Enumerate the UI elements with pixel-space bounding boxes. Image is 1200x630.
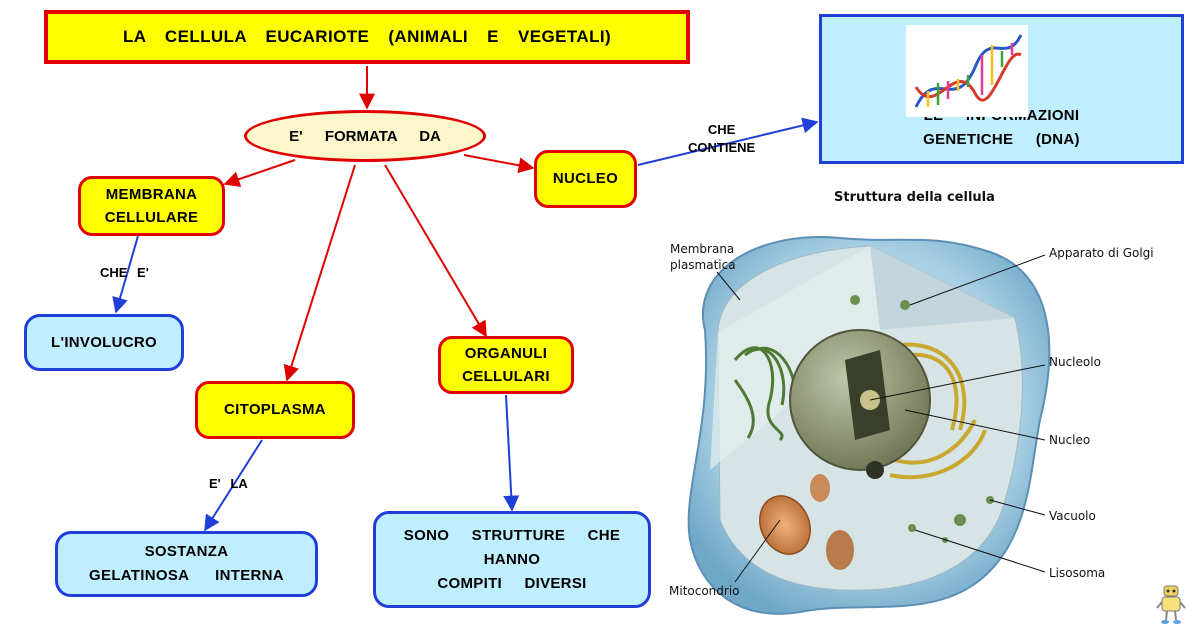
link-che-contiene: CHE CONTIENE bbox=[688, 121, 755, 156]
link-e-la: E' LA bbox=[209, 476, 248, 491]
node-sostanza-line2: GELATINOSA INTERNA bbox=[89, 567, 284, 584]
link-ellipse-text: E' FORMATA DA bbox=[289, 127, 441, 145]
link-ellipse: E' FORMATA DA bbox=[244, 110, 486, 162]
node-strutture: SONO STRUTTURE CHE HANNO COMPITI DIVERSI bbox=[373, 511, 651, 608]
arrow-link-to-organuli bbox=[384, 164, 487, 338]
label-membrana-line1: Membrana bbox=[670, 242, 735, 256]
robot-mascot-icon bbox=[1156, 585, 1186, 624]
node-involucro: L'INVOLUCRO bbox=[24, 314, 184, 371]
label-golgi: Apparato di Golgi bbox=[1049, 246, 1154, 260]
node-sostanza: SOSTANZA GELATINOSA INTERNA bbox=[55, 531, 318, 597]
node-citoplasma-text: CITOPLASMA bbox=[224, 401, 326, 419]
link-che-e: CHE E' bbox=[100, 265, 149, 280]
title-text: LA CELLULA EUCARIOTE (ANIMALI E VEGETALI… bbox=[122, 27, 612, 46]
label-nucleo: Nucleo bbox=[1049, 433, 1091, 447]
node-info: LE INFORMAZIONI GENETICHE (DNA) bbox=[819, 14, 1184, 164]
node-sostanza-line1: SOSTANZA bbox=[144, 543, 229, 560]
label-lisosoma: Lisosoma bbox=[1049, 566, 1106, 580]
link-che-contiene-line2: CONTIENE bbox=[688, 139, 756, 155]
arrow-link-to-membrana bbox=[223, 159, 296, 187]
node-citoplasma: CITOPLASMA bbox=[195, 381, 355, 439]
link-che-contiene-line1: CHE bbox=[707, 122, 736, 137]
node-organuli: ORGANULI CELLULARI bbox=[438, 336, 574, 394]
arrow-link-to-nucleo bbox=[463, 154, 535, 174]
label-membrana-line2: plasmatica bbox=[670, 257, 736, 272]
node-membrana-line2: CELLULARE bbox=[104, 209, 199, 226]
node-strutture-line2: HANNO bbox=[483, 550, 541, 568]
node-membrana: MEMBRANA CELLULARE bbox=[78, 176, 225, 236]
cell-illustration bbox=[687, 236, 1051, 615]
mitochondrion bbox=[759, 495, 811, 555]
node-nucleo: NUCLEO bbox=[534, 150, 637, 208]
node-info-line2: GENETICHE (DNA) bbox=[923, 131, 1080, 149]
node-organuli-line1: ORGANULI bbox=[464, 344, 548, 362]
arrow-nucleo-to-info bbox=[637, 117, 819, 166]
node-membrana-line1: MEMBRANA bbox=[105, 185, 198, 203]
arrow-membrana-to-involucro bbox=[112, 235, 139, 314]
label-nucleolo: Nucleolo bbox=[1049, 355, 1101, 369]
arrow-organuli-to-strutture bbox=[503, 394, 520, 512]
node-strutture-line3: COMPITI DIVERSI bbox=[437, 574, 587, 592]
arrow-link-to-citoplasma bbox=[283, 164, 356, 382]
node-involucro-text: L'INVOLUCRO bbox=[50, 333, 158, 351]
label-membrana-plasmatica: Membrana plasmatica bbox=[670, 242, 736, 273]
dna-helix-icon bbox=[906, 25, 1028, 117]
arrow-citoplasma-to-sostanza bbox=[204, 439, 263, 532]
node-nucleo-text: NUCLEO bbox=[552, 170, 619, 188]
node-organuli-line2: CELLULARI bbox=[462, 368, 550, 385]
label-mitocondrio: Mitocondrio bbox=[669, 584, 740, 598]
title-box: LA CELLULA EUCARIOTE (ANIMALI E VEGETALI… bbox=[44, 10, 690, 64]
node-strutture-line1: SONO STRUTTURE CHE bbox=[403, 526, 621, 544]
figure-title: Struttura della cellula bbox=[834, 190, 995, 205]
label-vacuolo: Vacuolo bbox=[1049, 509, 1096, 523]
